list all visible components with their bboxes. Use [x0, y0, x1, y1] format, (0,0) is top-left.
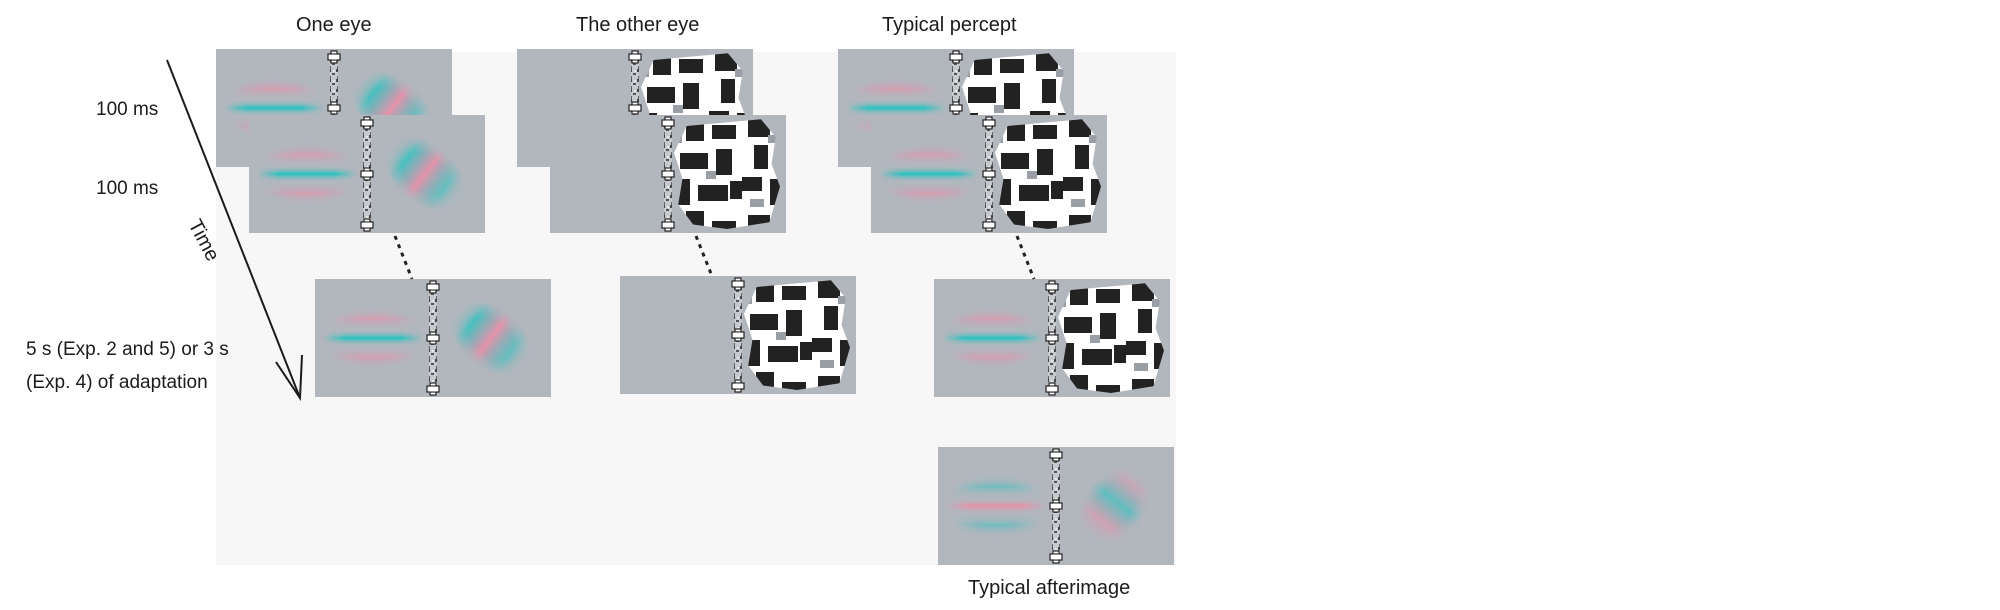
one-eye-frame-2	[249, 115, 485, 233]
one-eye-continuation-dots	[393, 235, 414, 280]
other-eye-continuation-dots	[694, 235, 714, 277]
percept-continuation-dots	[1015, 235, 1036, 280]
afterimage-frame	[938, 447, 1174, 565]
one-eye-adaptation-frame	[315, 279, 551, 397]
column-heading-one-eye: One eye	[296, 14, 372, 36]
percept-frame-2	[871, 115, 1107, 233]
other-eye-frame-2	[550, 115, 786, 233]
other-eye-adaptation-frame	[620, 276, 856, 394]
adaptation-duration-label: 5 s (Exp. 2 and 5) or 3 s (Exp. 4) of ad…	[26, 339, 229, 393]
column-heading-percept: Typical percept	[882, 14, 1017, 36]
frame2-duration-label: 100 ms	[96, 178, 159, 199]
afterimage-label: Typical afterimage	[968, 577, 1131, 599]
percept-adaptation-frame	[934, 279, 1170, 397]
frame1-duration-label: 100 ms	[96, 99, 159, 120]
time-arrow	[166, 59, 303, 402]
column-heading-other-eye: The other eye	[576, 14, 700, 36]
